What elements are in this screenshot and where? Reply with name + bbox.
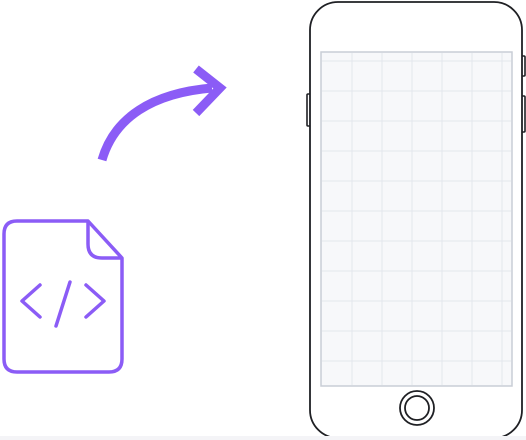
curved-arrow-icon bbox=[97, 65, 227, 162]
home-button-inner bbox=[404, 395, 430, 421]
file-outline bbox=[2, 219, 124, 374]
code-right-bracket bbox=[84, 283, 106, 319]
arrow-shaft bbox=[97, 83, 213, 162]
arrow-head bbox=[192, 65, 227, 117]
smartphone-icon bbox=[306, 1, 526, 439]
phone-screen bbox=[320, 51, 513, 387]
code-slash bbox=[54, 280, 72, 328]
code-left-bracket bbox=[20, 283, 42, 319]
screen-grid bbox=[322, 53, 511, 385]
code-file-icon bbox=[2, 219, 124, 374]
floor-shadow bbox=[0, 436, 526, 440]
file-fold bbox=[86, 221, 122, 260]
